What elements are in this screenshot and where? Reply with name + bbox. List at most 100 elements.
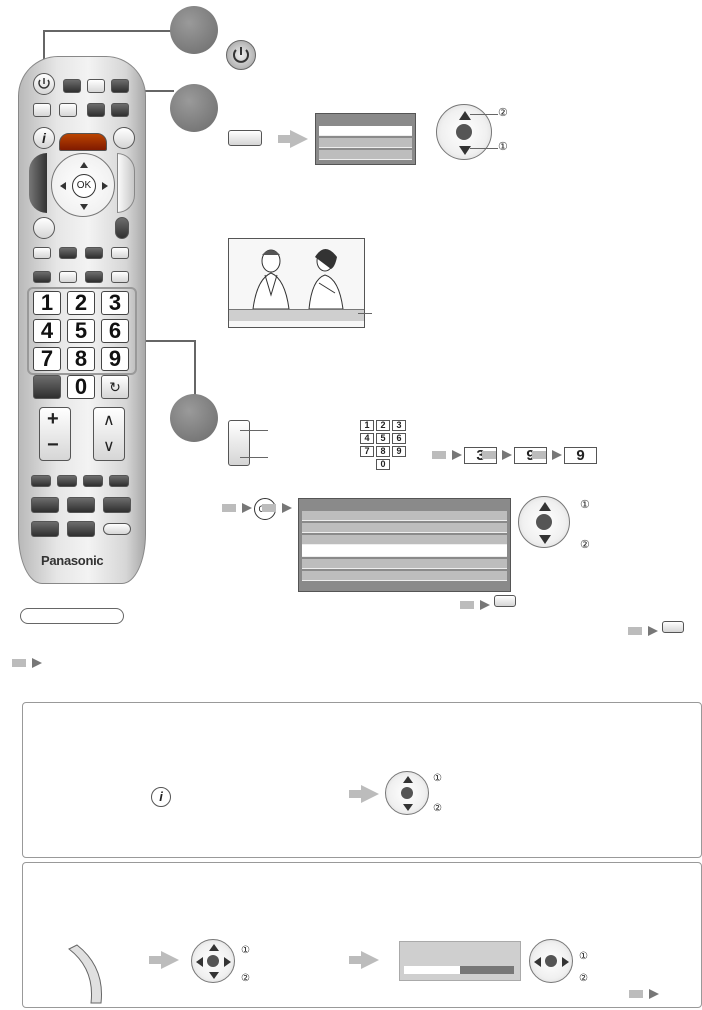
mini-key: 1 <box>360 420 374 431</box>
remote-button-r3-1[interactable] <box>31 521 59 537</box>
remote-button-input[interactable] <box>63 79 81 93</box>
remote-button-r2-2[interactable] <box>67 497 95 513</box>
number-key-1[interactable]: 1 <box>33 291 61 315</box>
mini-key: 9 <box>392 446 406 457</box>
remote-color-button-3[interactable] <box>85 247 103 259</box>
number-key-8[interactable]: 8 <box>67 347 95 371</box>
info-banner-bar <box>229 309 364 321</box>
chevron-up-icon[interactable] <box>80 162 88 168</box>
number-key-0[interactable]: 0 <box>67 375 95 399</box>
callout-1: ① <box>579 951 588 962</box>
remote-channel-rocker[interactable]: ∧ ∨ <box>93 407 125 461</box>
left-arrow-icon <box>196 957 203 967</box>
chevron-down-icon[interactable] <box>80 204 88 210</box>
remote-navigation-pad[interactable]: OK <box>51 153 115 217</box>
mini-key: 7 <box>360 446 374 457</box>
step-marker-2 <box>170 84 218 132</box>
list-item <box>302 535 507 545</box>
remote-ok-button[interactable]: OK <box>72 174 96 198</box>
callout-2: ② <box>498 107 508 119</box>
remote-option-button[interactable] <box>33 217 55 239</box>
step-marker-1 <box>170 6 218 54</box>
remote-last-view-button[interactable]: ↻ <box>101 375 129 399</box>
remote-color-button-2[interactable] <box>59 247 77 259</box>
remote-button-c[interactable] <box>87 103 105 117</box>
remote-color-button-4[interactable] <box>111 247 129 259</box>
remote-button-e[interactable] <box>33 271 51 283</box>
connector-line-numbers <box>140 340 196 342</box>
channel-down-label: ∨ <box>103 438 115 455</box>
remote-button-a[interactable] <box>33 103 51 117</box>
number-key-2[interactable]: 2 <box>67 291 95 315</box>
refresh-icon: ↻ <box>109 379 121 395</box>
remote-button-r1-2[interactable] <box>57 475 77 487</box>
list-item <box>302 559 507 569</box>
number-key-7[interactable]: 7 <box>33 347 61 371</box>
remote-button-b[interactable] <box>59 103 77 117</box>
callout-1: ① <box>498 141 508 153</box>
remote-power-button[interactable] <box>33 73 55 95</box>
channel-digit-3: 9 <box>564 447 597 464</box>
remote-button-f[interactable] <box>59 271 77 283</box>
up-arrow-icon <box>403 776 413 783</box>
arrow-right-icon <box>349 785 379 803</box>
arrow-right-icon <box>262 503 292 513</box>
mini-key: 4 <box>360 433 374 444</box>
menu-row <box>319 150 412 160</box>
down-arrow-icon <box>403 804 413 811</box>
remote-control: i OK 1 2 3 4 5 6 7 8 9 0 ↻ + − ∧ ∨ <box>18 56 146 584</box>
info-icon: i <box>42 130 46 146</box>
remote-button-av[interactable] <box>111 79 129 93</box>
tv-couple-illustration <box>252 249 344 310</box>
remote-info-button[interactable]: i <box>33 127 55 149</box>
number-key-4[interactable]: 4 <box>33 319 61 343</box>
arrow-right-icon <box>278 130 308 148</box>
connector-line-numbers-v <box>194 340 196 422</box>
number-key-3[interactable]: 3 <box>101 291 129 315</box>
callout-1: ① <box>433 773 442 784</box>
remote-top-arc-button[interactable] <box>59 133 107 151</box>
remote-button-r2-3[interactable] <box>103 497 131 513</box>
ok-button-icon <box>536 514 552 530</box>
remote-volume-rocker[interactable]: + − <box>39 407 71 461</box>
remote-left-arc[interactable] <box>29 153 47 213</box>
number-key-6[interactable]: 6 <box>101 319 129 343</box>
left-arrow-icon <box>534 957 541 967</box>
remote-button-h[interactable] <box>111 271 129 283</box>
remote-button-d[interactable] <box>111 103 129 117</box>
volume-plus-label: + <box>47 408 59 430</box>
number-pad-frame <box>27 287 137 375</box>
info-icon: i <box>151 787 171 807</box>
menu-screen-small <box>315 113 416 165</box>
remote-button-r3-3[interactable] <box>103 523 131 535</box>
ok-button-icon <box>545 955 557 967</box>
arrow-right-icon <box>460 600 490 610</box>
remote-color-button-1[interactable] <box>33 247 51 259</box>
chevron-left-icon[interactable] <box>60 182 66 190</box>
list-item <box>302 571 507 581</box>
arrow-right-icon <box>628 626 658 636</box>
remote-button-r2-1[interactable] <box>31 497 59 513</box>
remote-right-arc[interactable] <box>117 153 135 213</box>
menu-row-selected <box>319 126 412 136</box>
number-key-5[interactable]: 5 <box>67 319 95 343</box>
remote-button-r1-4[interactable] <box>109 475 129 487</box>
slider-track <box>404 966 514 974</box>
remote-button-g[interactable] <box>85 271 103 283</box>
remote-text-button[interactable] <box>33 375 61 399</box>
number-key-9[interactable]: 9 <box>101 347 129 371</box>
settings-slider-screen <box>399 941 521 981</box>
up-arrow-icon <box>209 944 219 951</box>
remote-button-r1-3[interactable] <box>83 475 103 487</box>
remote-exit-button[interactable] <box>115 217 129 239</box>
remote-menu-button[interactable] <box>87 79 105 93</box>
remote-button-r3-2[interactable] <box>67 521 95 537</box>
mini-key: 3 <box>392 420 406 431</box>
callout-line <box>470 148 498 149</box>
remote-return-button[interactable] <box>113 127 135 149</box>
power-icon <box>226 40 256 70</box>
chevron-right-icon[interactable] <box>102 182 108 190</box>
remote-button-r1-1[interactable] <box>31 475 51 487</box>
mini-key: 8 <box>376 446 390 457</box>
arrow-right-icon <box>349 951 379 969</box>
